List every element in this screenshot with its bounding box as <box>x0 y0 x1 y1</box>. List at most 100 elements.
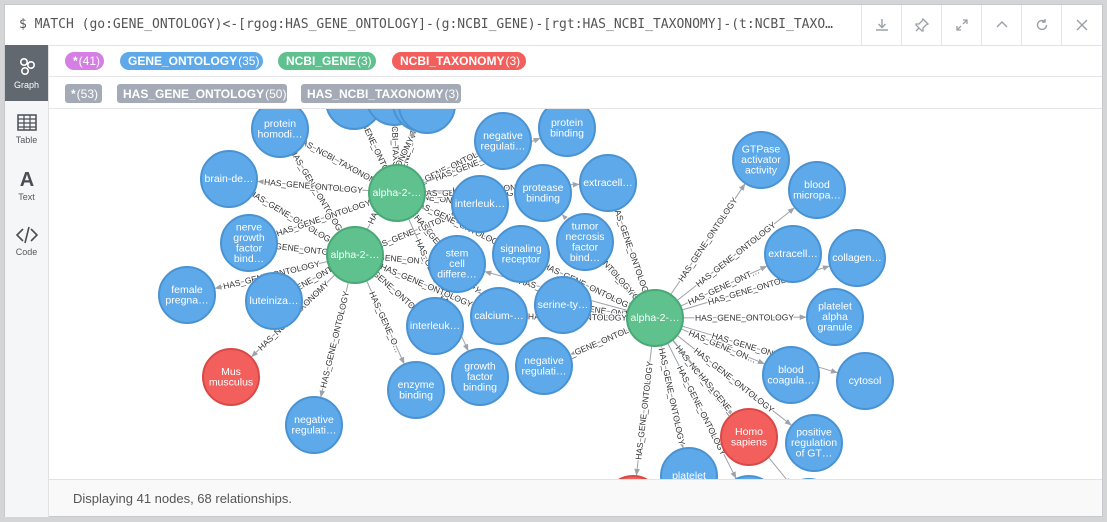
node-circle[interactable] <box>721 475 777 479</box>
collapse-button[interactable] <box>981 5 1021 45</box>
node-circle[interactable] <box>474 112 532 170</box>
edge-line[interactable] <box>382 256 429 264</box>
node-circle[interactable] <box>785 414 843 472</box>
edge-line[interactable] <box>298 268 331 288</box>
node-circle[interactable] <box>836 352 894 410</box>
edge-line[interactable] <box>392 125 398 166</box>
node-circle[interactable] <box>251 109 309 158</box>
close-button[interactable] <box>1061 5 1101 45</box>
graph-svg[interactable]: HAS_GENE_ONTOLOGYHAS_GENE_ONTOLOGYHAS_GE… <box>49 109 1102 479</box>
gene-ontology-node[interactable]: luteiniza… <box>245 272 303 330</box>
edge-line[interactable] <box>676 207 795 302</box>
gene-ontology-node[interactable]: femalepregna… <box>158 266 216 324</box>
edge-line[interactable] <box>380 214 454 245</box>
download-button[interactable] <box>861 5 901 45</box>
edge-line[interactable] <box>670 183 746 296</box>
gene-ontology-node[interactable]: nervegrowthfactorbind… <box>220 214 278 272</box>
gene-ontology-node[interactable]: brain-de… <box>200 150 258 208</box>
fullscreen-button[interactable] <box>941 5 981 45</box>
label-pill-ncbi-gene[interactable]: NCBI_GENE(3) <box>278 52 376 70</box>
gene-ontology-node[interactable]: platelet <box>660 447 718 479</box>
node-circle[interactable] <box>220 214 278 272</box>
gene-ontology-node[interactable]: serine-ty… <box>534 276 592 334</box>
edge-line[interactable] <box>671 339 732 415</box>
edge-line[interactable] <box>294 153 342 232</box>
node-circle[interactable] <box>428 235 486 293</box>
gene-node[interactable]: alpha-2-… <box>368 164 426 222</box>
gene-ontology-node[interactable]: calcium-… <box>470 287 528 345</box>
node-circle[interactable] <box>451 175 509 233</box>
relationship-edge[interactable]: HAS_GENE_ONTOLOGY <box>682 311 807 324</box>
gene-ontology-node[interactable]: tumornecrosisfactorbind… <box>556 213 614 271</box>
node-circle[interactable] <box>828 229 886 287</box>
gene-ontology-node[interactable]: stemcelldiffere… <box>428 235 486 293</box>
node-circle[interactable] <box>326 109 382 130</box>
edge-line[interactable] <box>257 179 370 192</box>
node-circle[interactable] <box>732 131 790 189</box>
edge-line[interactable] <box>304 142 373 181</box>
edge-line[interactable] <box>634 345 653 476</box>
node-circle[interactable] <box>538 109 596 157</box>
node-circle[interactable] <box>451 348 509 406</box>
node-circle[interactable] <box>202 348 260 406</box>
relationship-edge[interactable]: HAS_GENE_ONTOLOGY <box>632 345 656 476</box>
pin-button[interactable] <box>901 5 941 45</box>
node-circle[interactable] <box>720 408 778 466</box>
node-circle[interactable] <box>534 276 592 334</box>
gene-ontology-node[interactable]: bloodcoagula… <box>762 346 820 404</box>
node-circle[interactable] <box>406 297 464 355</box>
edge-line[interactable] <box>667 342 737 479</box>
rel-tag-has-gene-ontology[interactable]: HAS_GENE_ONTOLOGY(50) <box>117 84 287 103</box>
edge-line[interactable] <box>421 153 478 182</box>
rerun-button[interactable] <box>1021 5 1061 45</box>
edge-line[interactable] <box>275 201 371 235</box>
label-pill-ncbi-taxonomy[interactable]: NCBI_TAXONOMY(3) <box>392 52 526 70</box>
edge-line[interactable] <box>591 307 628 315</box>
label-pill-all[interactable]: *(41) <box>65 52 104 70</box>
edge-line[interactable] <box>680 328 765 365</box>
gene-ontology-node[interactable]: negativeregulati… <box>515 337 573 395</box>
node-circle[interactable] <box>605 475 661 479</box>
gene-node[interactable]: alpha-2-… <box>626 289 684 347</box>
edge-line[interactable] <box>569 328 630 355</box>
sidebar-item-table[interactable]: Table <box>5 101 48 157</box>
rel-tag-all[interactable]: *(53) <box>65 84 102 103</box>
node-circle[interactable] <box>245 272 303 330</box>
node-circle[interactable] <box>326 226 384 284</box>
edge-line[interactable] <box>680 265 768 307</box>
edge-line[interactable] <box>546 266 630 307</box>
node-circle[interactable] <box>398 109 456 134</box>
node-circle[interactable] <box>285 396 343 454</box>
edge-line[interactable] <box>660 345 685 449</box>
edge-line[interactable] <box>319 282 349 398</box>
gene-ontology-node[interactable] <box>326 109 382 130</box>
query-text[interactable]: $ MATCH (go:GENE_ONTOLOGY)<-[rgog:HAS_GE… <box>19 17 833 32</box>
gene-ontology-node[interactable]: extracell… <box>579 154 637 212</box>
sidebar-item-graph[interactable]: Graph <box>5 45 48 101</box>
gene-ontology-node[interactable] <box>398 109 456 134</box>
gene-ontology-node[interactable]: extracell… <box>764 225 822 283</box>
rel-tag-has-ncbi-taxonomy[interactable]: HAS_NCBI_TAXONOMY(3) <box>301 84 461 103</box>
node-circle[interactable] <box>514 164 572 222</box>
gene-ontology-node[interactable]: interleuk… <box>406 297 464 355</box>
gene-ontology-node[interactable]: bloodmicropa… <box>788 161 846 219</box>
edge-line[interactable] <box>366 280 405 365</box>
node-circle[interactable] <box>762 346 820 404</box>
label-pill-gene-ontology[interactable]: GENE_ONTOLOGY(35) <box>120 52 263 70</box>
node-circle[interactable] <box>806 288 864 346</box>
node-circle[interactable] <box>556 213 614 271</box>
node-circle[interactable] <box>788 161 846 219</box>
gene-ontology-node[interactable]: collagen… <box>828 229 886 287</box>
node-circle[interactable] <box>579 154 637 212</box>
node-circle[interactable] <box>492 225 550 283</box>
